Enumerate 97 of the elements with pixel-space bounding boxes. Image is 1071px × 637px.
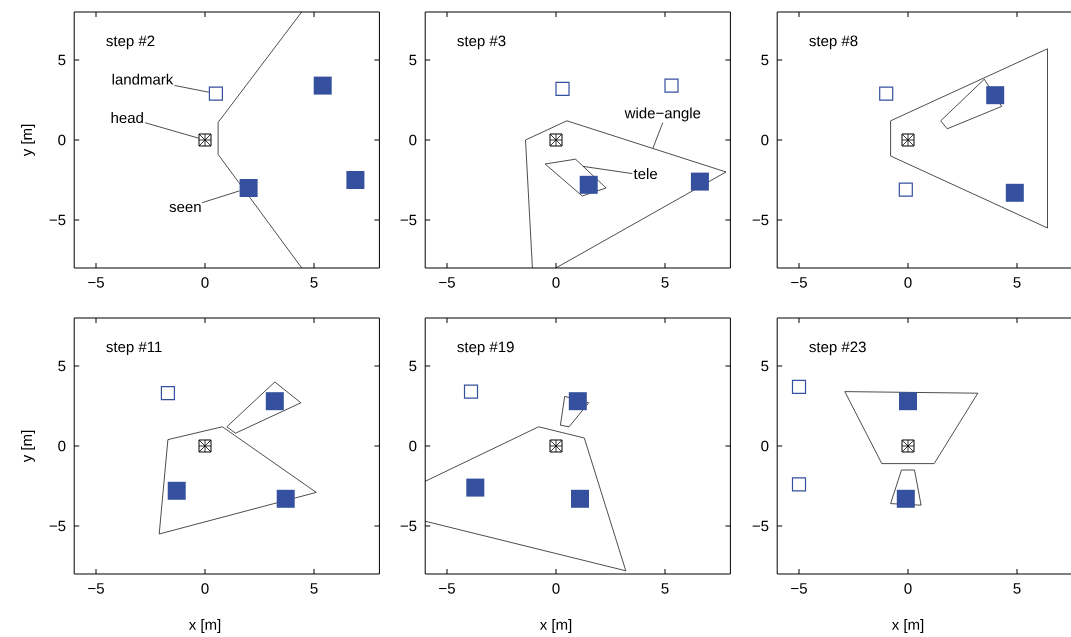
landmark-marker	[463, 384, 479, 399]
leader-line	[652, 122, 664, 149]
panel-title: step #19	[457, 341, 514, 356]
annotation-text: tele	[633, 168, 657, 180]
axis-label: y [m]	[21, 430, 35, 463]
tick-label: −5	[49, 520, 66, 532]
seen-landmark-marker	[571, 489, 589, 508]
head-marker	[549, 133, 563, 147]
tick-label: 0	[409, 134, 417, 146]
tick-label: −5	[752, 214, 769, 226]
tick-label: 0	[552, 277, 560, 288]
landmark-marker	[898, 182, 913, 197]
tick-label: 5	[58, 360, 66, 372]
axis-label: y [m]	[21, 124, 35, 157]
tick-label: 5	[761, 54, 769, 66]
landmark-marker	[791, 379, 807, 394]
seen-landmark-marker	[899, 392, 917, 411]
tick-label: −5	[791, 583, 807, 594]
tick-label: 0	[904, 583, 912, 594]
tick-label: 5	[661, 583, 669, 594]
axis-label: x [m]	[891, 619, 924, 633]
tick-label: −5	[791, 277, 807, 288]
tick-label: 0	[58, 440, 66, 452]
head-marker	[549, 439, 563, 453]
landmark-marker	[791, 477, 807, 492]
tick-label: 5	[310, 277, 318, 288]
panel-title: step #3	[457, 35, 506, 50]
seen-landmark-marker	[265, 392, 284, 411]
seen-landmark-marker	[896, 489, 915, 508]
leader-line	[201, 190, 240, 204]
tick-label: 0	[552, 583, 560, 594]
seen-landmark-marker	[1005, 183, 1024, 202]
annotation-text: seen	[169, 203, 201, 213]
landmark-marker	[879, 86, 894, 101]
seen-landmark-marker	[346, 171, 365, 189]
tick-label: 0	[58, 134, 66, 146]
field-of-view-polygon	[525, 120, 727, 268]
field-of-view-polygon	[890, 469, 922, 506]
landmark-marker	[208, 86, 223, 101]
seen-landmark-marker	[167, 481, 186, 500]
tick-label: −5	[439, 277, 455, 288]
tick-label: 5	[310, 583, 318, 594]
head-marker	[901, 439, 915, 453]
axis-label: x [m]	[188, 619, 221, 633]
seen-landmark-marker	[313, 76, 332, 95]
leader-line	[174, 85, 210, 93]
tick-label: 5	[761, 360, 769, 372]
tick-label: 0	[409, 440, 417, 452]
seen-landmark-marker	[579, 175, 598, 194]
seen-landmark-marker	[466, 478, 485, 497]
tick-label: −5	[400, 214, 417, 226]
head-marker	[901, 133, 915, 147]
tick-label: −5	[439, 583, 455, 594]
panel-title: step #11	[106, 341, 162, 356]
field-of-view-polygon	[560, 396, 590, 428]
field-of-view-polygon	[890, 48, 1048, 229]
annotation-text: landmark	[112, 73, 174, 85]
leader-line	[582, 166, 633, 174]
leader-line	[144, 122, 199, 139]
seen-landmark-marker	[568, 392, 587, 411]
head-marker	[198, 439, 212, 453]
seen-landmark-marker	[239, 179, 258, 197]
field-of-view-polygon	[544, 158, 607, 197]
tick-label: 5	[1013, 277, 1021, 288]
landmark-marker	[160, 386, 175, 401]
tick-label: 0	[761, 440, 769, 452]
tick-label: 0	[201, 277, 209, 288]
tick-label: 5	[1013, 583, 1021, 594]
panel-title: step #2	[106, 35, 155, 50]
field-of-view-polygon	[226, 381, 302, 434]
seen-landmark-marker	[986, 86, 1005, 105]
tick-label: 5	[409, 360, 417, 372]
head-marker	[198, 133, 212, 147]
tick-label: 5	[661, 277, 669, 288]
field-of-view-polygon	[425, 426, 627, 572]
tick-label: −5	[88, 583, 104, 594]
landmark-marker	[664, 78, 679, 93]
tick-label: −5	[88, 277, 104, 288]
field-of-view-polygon	[940, 78, 1003, 130]
tick-label: 5	[58, 54, 66, 66]
seen-landmark-marker	[690, 172, 709, 191]
annotation-text: wide−angle	[624, 107, 701, 122]
tick-label: 5	[409, 54, 417, 66]
tick-label: −5	[49, 214, 66, 226]
field-of-view-polygon	[158, 426, 317, 535]
seen-landmark-marker	[276, 489, 295, 508]
panel-title: step #8	[809, 35, 858, 50]
axis-label: x [m]	[539, 619, 572, 633]
tick-label: −5	[752, 520, 769, 532]
landmark-marker	[555, 81, 570, 96]
tick-label: 0	[904, 277, 912, 288]
tick-label: 0	[761, 134, 769, 146]
panel-title: step #23	[809, 341, 866, 356]
tick-label: 0	[201, 583, 209, 594]
tick-label: −5	[400, 520, 417, 532]
annotation-text: head	[111, 112, 143, 124]
field-of-view-polygon	[844, 391, 979, 464]
